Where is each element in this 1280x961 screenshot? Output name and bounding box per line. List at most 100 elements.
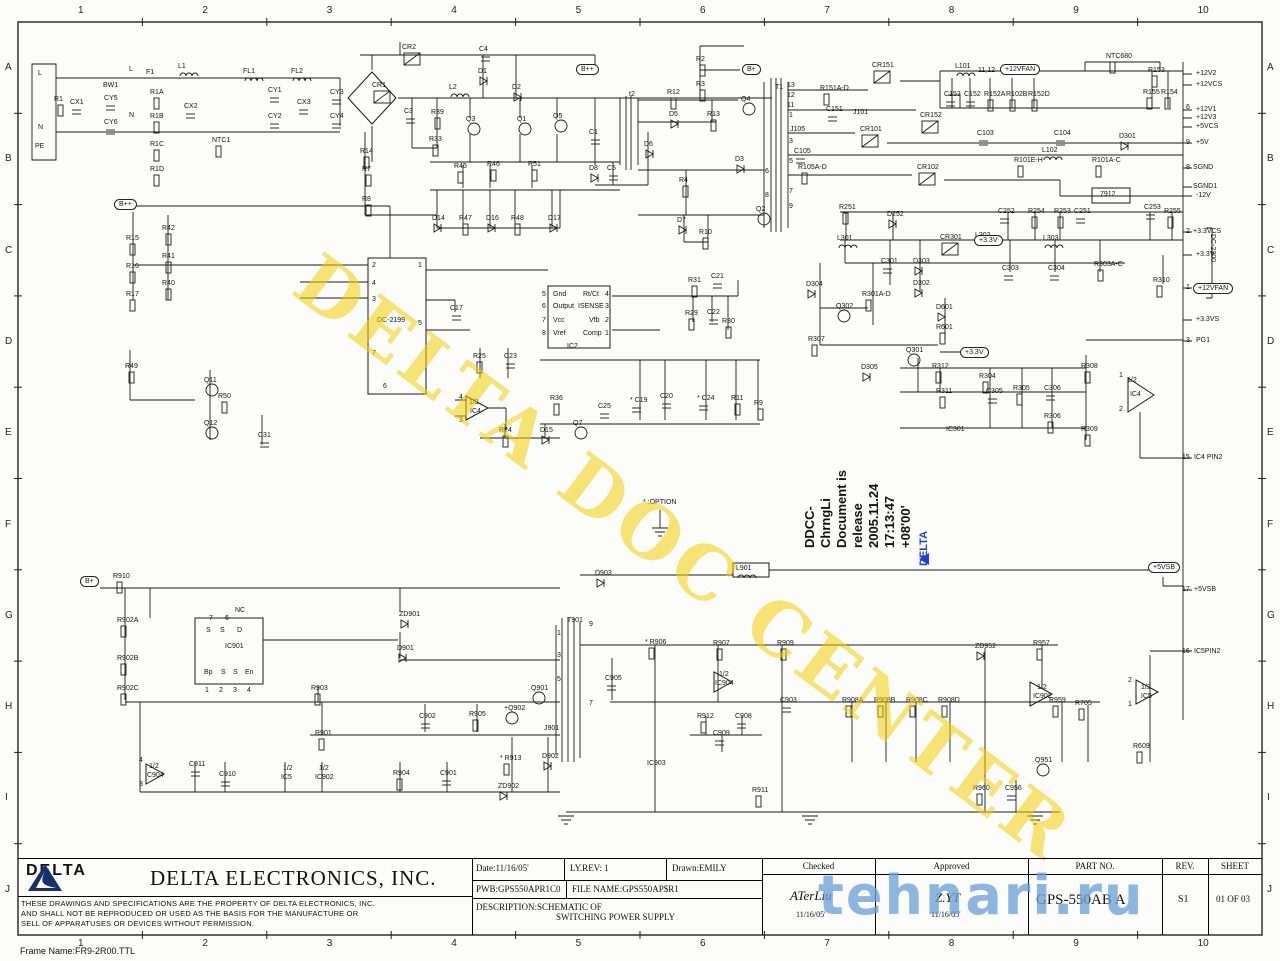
diode-glyph [513,92,522,102]
checked-date: 11/16/05' [796,910,826,919]
component-label: SGND [1193,164,1214,171]
frame-zone-label: A [5,62,12,73]
resistor-glyph [57,104,64,117]
rectifier-glyph [921,120,939,134]
component-label: C905 [605,675,622,682]
component-label: C1 [589,129,598,136]
component-label: +3.3VS [1196,316,1220,323]
resistor-glyph [1052,705,1059,718]
component-label: SGND1 [1193,183,1218,190]
component-label: CY5 [104,95,118,102]
diode-glyph [807,289,816,299]
component-label: +12V3 [1196,114,1217,121]
component-label: CX2 [184,103,198,110]
component-label: * R913 [500,755,522,762]
component-label: R910 [113,573,130,580]
component-label: 15 [1182,454,1190,461]
component-label: R45 [454,163,467,170]
resistor-glyph [725,326,732,339]
resistor-glyph [476,361,483,374]
diode-glyph [1120,141,1129,151]
resistor-glyph [165,233,172,246]
component-label: R912 [697,713,714,720]
resistor-glyph [1031,216,1038,229]
resistor-glyph [1146,97,1153,110]
component-label: CY1 [268,87,282,94]
resistor-glyph [702,237,709,250]
resistor-glyph [780,648,787,661]
resistor-glyph [120,663,127,676]
component-label: D601 [936,304,953,311]
resistor-glyph [682,185,689,198]
component-label: 1/2 [319,765,329,772]
component-label: R1C [150,141,165,148]
component-label: R101E-H [1014,157,1043,164]
component-label: Q11 [204,377,217,384]
component-label: 16 [1182,648,1190,655]
inductor-glyph [1044,244,1064,249]
component-label: C301 [881,258,898,265]
component-label: 1 [557,630,561,637]
component-label: L [129,66,133,73]
component-label: R39 [431,109,444,116]
component-label: R908D [938,697,960,704]
component-label: R907 [713,640,730,647]
component-label: 4 [372,280,376,287]
component-label: R16 [126,263,139,270]
component-label: Bp [204,669,213,676]
component-label: R49 [125,363,138,370]
resistor-glyph [801,172,808,185]
net-label: +12VFAN [1193,283,1234,295]
component-label: D15 [540,427,553,434]
checked-name: ATerLiu [790,888,832,903]
component-label: 1 [418,262,422,269]
component-label: 3 [233,687,237,694]
frame-zone-label: 2 [202,5,208,16]
component-label: C911 [189,761,206,768]
frame-zone-label: I [1267,792,1270,804]
frame-zone-label: 3 [326,5,333,16]
resistor-glyph [128,371,135,384]
component-label: N [129,112,135,119]
component-label: CX1 [70,99,84,106]
component-label: CY3 [330,89,344,96]
frame-zone-label: 6 [700,938,706,949]
lyrev-field: LY.REV: 1 [570,863,609,873]
resistor-glyph [531,169,538,182]
component-label: S [233,669,238,676]
component-label: R904 [393,770,410,777]
part-no-value: GPS-550AB A [1036,892,1126,908]
component-label: L2 [449,84,457,91]
diode-glyph [670,119,679,129]
component-label: IC902 [1033,693,1052,700]
component-label: C104 [1054,130,1071,137]
resistor-glyph [120,625,127,638]
component-label: 3 [372,296,376,303]
resistor-glyph [1016,393,1023,406]
frame-zone-label: C [5,244,13,256]
frame-zone-label: 5 [575,938,582,949]
signature-delta-logo: DELTA [918,531,930,566]
component-label: FL2 [291,68,304,75]
resistor-glyph [363,156,370,169]
component-label: C31 [258,432,271,439]
component-label: ISENSE [578,303,604,310]
rectifier-diag [861,134,879,148]
component-label: +3.3VCS [1193,228,1222,235]
resistor-glyph [153,97,160,110]
resistor-glyph [699,89,706,102]
frame-zone-label: 10 [1197,938,1209,949]
component-label: 11 [787,102,795,109]
component-label: +12VCS [1196,81,1223,88]
resistor-glyph [691,285,698,298]
inductor-glyph [179,72,199,77]
component-label: 12 [787,92,795,99]
diode-glyph [400,619,409,629]
component-label: 1 [1119,372,1123,379]
component-label: C23 [504,353,517,360]
component-label: ZD901 [399,611,421,618]
component-label: D2 [512,84,521,91]
transistor-glyph [1036,763,1050,777]
diode-glyph [645,149,654,159]
component-label: * C24 [697,395,715,402]
